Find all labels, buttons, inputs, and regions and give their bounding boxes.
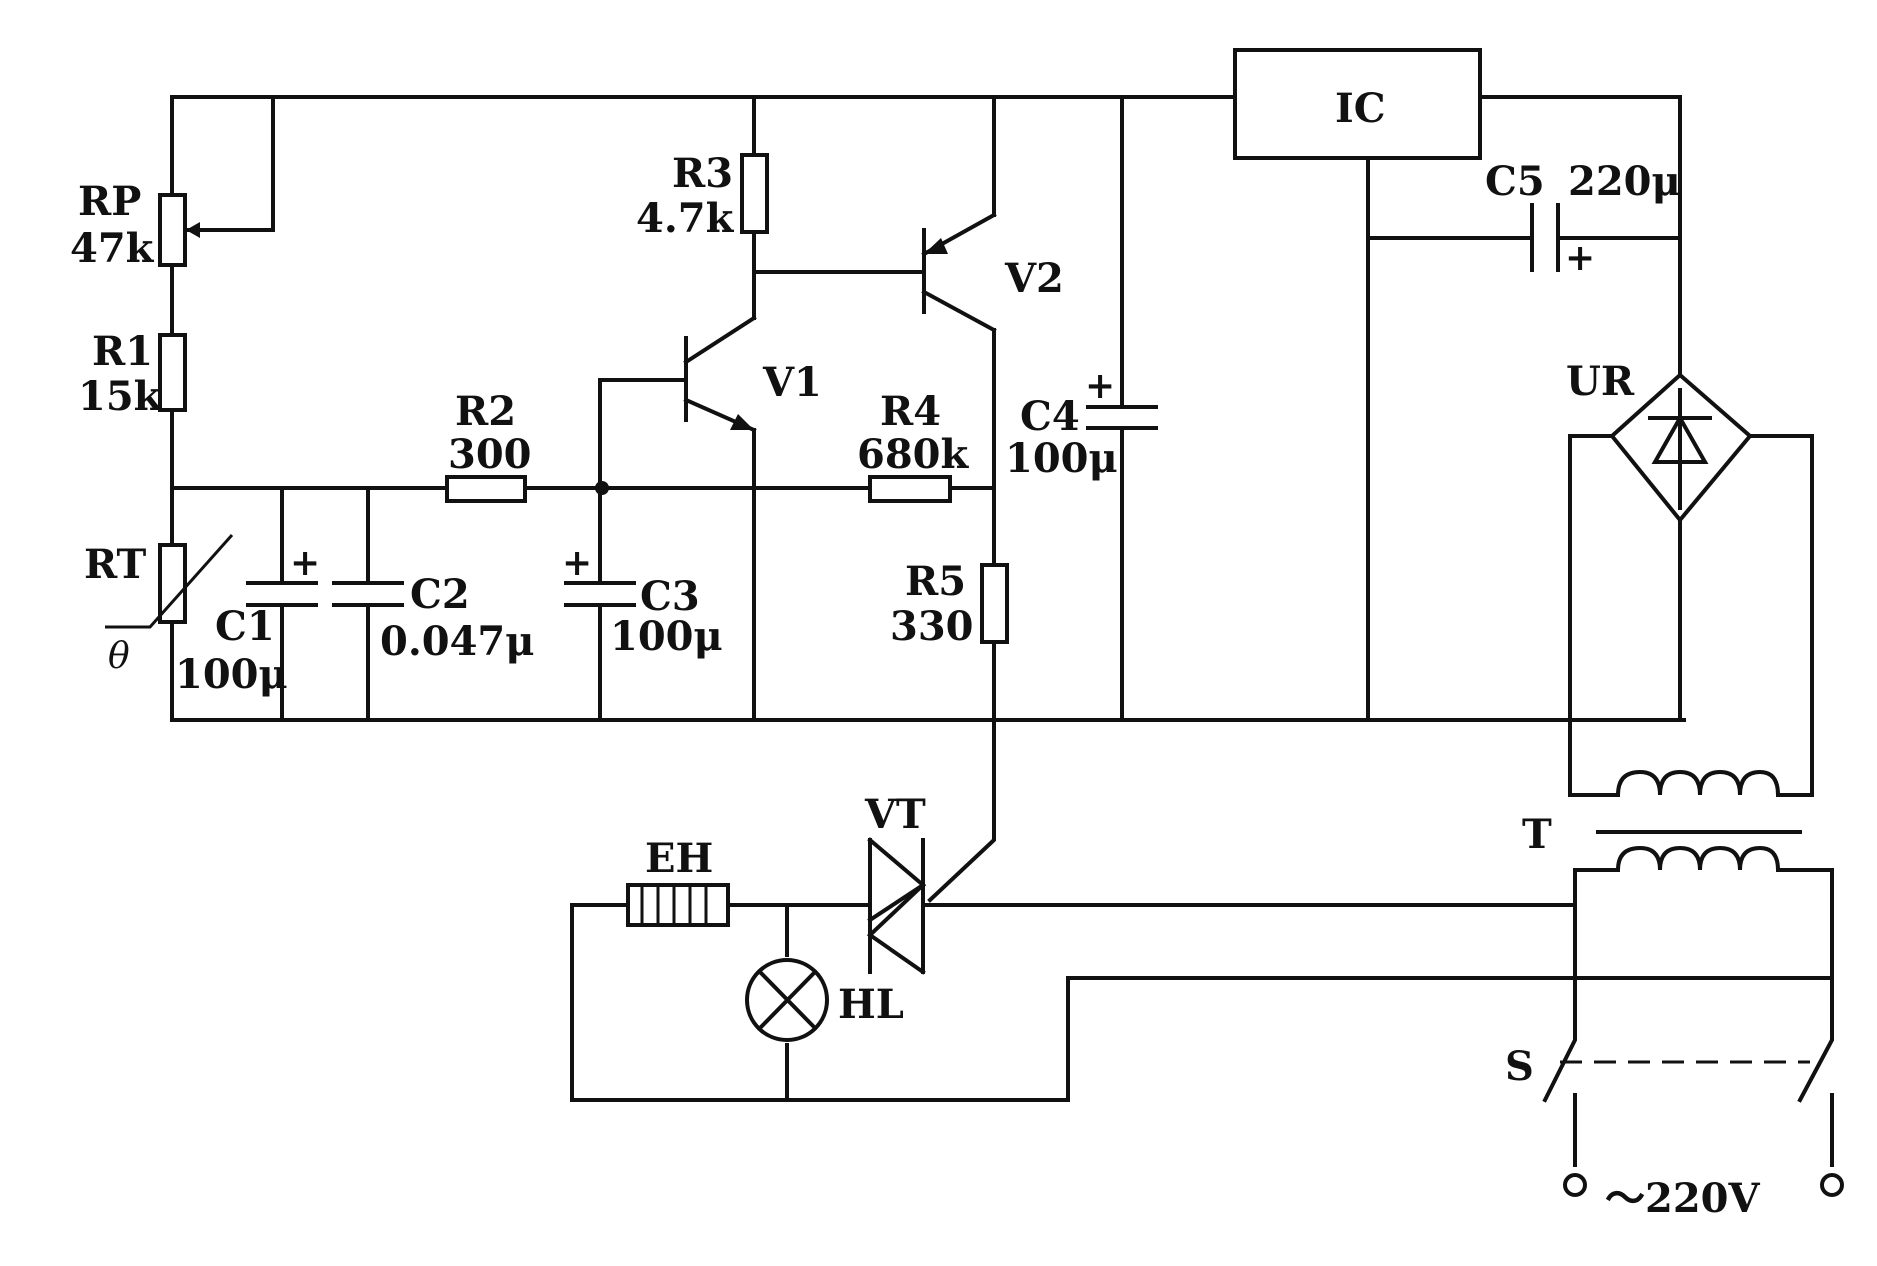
capacitor-c1 [246, 581, 318, 607]
transistor-v1 [683, 315, 757, 433]
label-r5-value: 330 [890, 603, 974, 650]
label-c4-value: 100μ [1005, 435, 1118, 482]
resistor-r1 [158, 333, 187, 412]
label-r4: R4 [880, 388, 941, 435]
label-hl: HL [838, 981, 904, 1028]
label-r3: R3 [672, 150, 733, 197]
label-rp-value: 47k [70, 225, 155, 272]
label-v1: V1 [762, 359, 822, 406]
resistor-r3 [740, 153, 769, 234]
label-ur: UR [1566, 358, 1635, 405]
label-rp: RP [78, 178, 141, 225]
label-theta: θ [108, 636, 130, 677]
transistor-v2 [921, 212, 997, 333]
c3-plus: + [562, 542, 592, 584]
label-c2: C2 [410, 571, 470, 618]
label-r1: R1 [92, 328, 153, 375]
ic-block [1233, 48, 1482, 160]
switch-s [1542, 988, 1844, 1197]
transformer-t [1596, 769, 1802, 873]
capacitor-c3 [564, 581, 636, 607]
resistor-rp [158, 193, 187, 267]
thermistor-slash [105, 534, 234, 629]
label-c3-value: 100μ [610, 613, 723, 660]
label-vt: VT [864, 791, 926, 838]
label-r2: R2 [455, 388, 516, 435]
v1-emitter-arrow-icon [730, 414, 754, 430]
label-r4-value: 680k [857, 431, 969, 478]
label-eh: EH [645, 835, 713, 882]
v2-emitter-arrow-icon [924, 238, 948, 254]
rp-wiper-arrow-icon [186, 222, 200, 238]
lamp-hl [745, 958, 829, 1042]
label-s: S [1505, 1043, 1534, 1090]
label-c2-value: 0.047μ [380, 618, 535, 665]
thermistor-rt [158, 543, 187, 624]
label-v2: V2 [1004, 255, 1064, 302]
label-t: T [1522, 811, 1552, 858]
capacitor-c4 [1086, 405, 1158, 430]
c1-plus: + [290, 542, 320, 584]
wires [170, 95, 1834, 1167]
c4-plus: + [1085, 365, 1115, 407]
capacitor-c2 [332, 581, 404, 607]
label-r1-value: 15k [78, 373, 163, 420]
label-c5-value: 220μ [1568, 158, 1681, 205]
label-c3: C3 [640, 573, 700, 620]
label-c5: C5 [1485, 158, 1545, 205]
label-c1: C1 [215, 603, 275, 650]
resistor-r5 [980, 563, 1009, 644]
resistor-r4 [868, 475, 952, 503]
resistor-r2 [445, 475, 527, 503]
label-mains: ～220V [1605, 1175, 1760, 1222]
heater-eh [626, 883, 730, 927]
label-r3-value: 4.7k [636, 195, 735, 242]
label-c1-value: 100μ [175, 651, 288, 698]
triac-vt [866, 837, 927, 975]
c5-plus: + [1565, 237, 1595, 279]
bridge-rectifier-ur [1609, 372, 1753, 524]
junction-dot [595, 481, 609, 495]
label-r2-value: 300 [448, 431, 532, 478]
capacitor-c5 [1530, 203, 1560, 272]
label-rt: RT [84, 541, 147, 588]
label-c4: C4 [1020, 393, 1080, 440]
ic-label: IC [1335, 85, 1386, 132]
label-r5: R5 [905, 558, 966, 605]
